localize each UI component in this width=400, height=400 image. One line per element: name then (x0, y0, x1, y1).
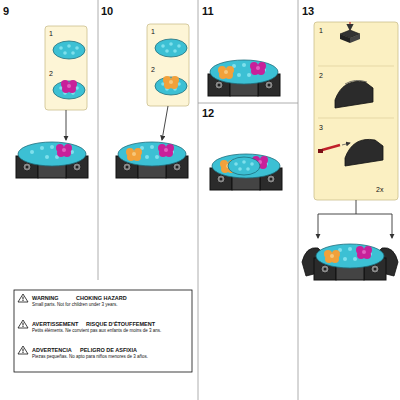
warning-text: Small parts. Not for children under 3 ye… (32, 303, 188, 308)
warning-text: AVERTISSEMENT (32, 321, 78, 327)
warning-text: RISQUE D'ÉTOUFFEMENT (86, 321, 155, 327)
callout-number: 2 (151, 66, 155, 74)
callout-number: 1 (319, 27, 323, 35)
step-number: 12 (202, 107, 214, 119)
callout-box: 12 (45, 26, 87, 110)
step-number: 11 (202, 5, 214, 17)
warning-text: Petits éléments. Ne convient pas aux enf… (32, 329, 188, 334)
step-number: 10 (101, 5, 113, 17)
callout-number: 2 (49, 70, 53, 78)
step-number: 13 (302, 5, 314, 17)
callout-number: 2 (319, 72, 323, 80)
callout-box: 12 (147, 24, 189, 106)
callout-number: 1 (49, 30, 53, 38)
callout-number: 1 (151, 28, 155, 36)
callout-number: 3 (319, 124, 323, 132)
warning-text: Piezas pequeñas. No apto para niños meno… (32, 355, 188, 360)
step-number: 9 (3, 5, 9, 17)
warning-text: PELIGRO DE ASFIXIA (80, 347, 137, 353)
callout-box: 1 2 3 2x (314, 22, 398, 200)
warning-text: ADVERTENCIA (32, 347, 72, 353)
callout-number: 2x (376, 186, 383, 194)
warning-text: CHOKING HAZARD (76, 295, 127, 301)
warning-text: WARNING (32, 295, 59, 301)
warning-box: WARNING CHOKING HAZARD Small parts. Not fo… (14, 290, 192, 372)
